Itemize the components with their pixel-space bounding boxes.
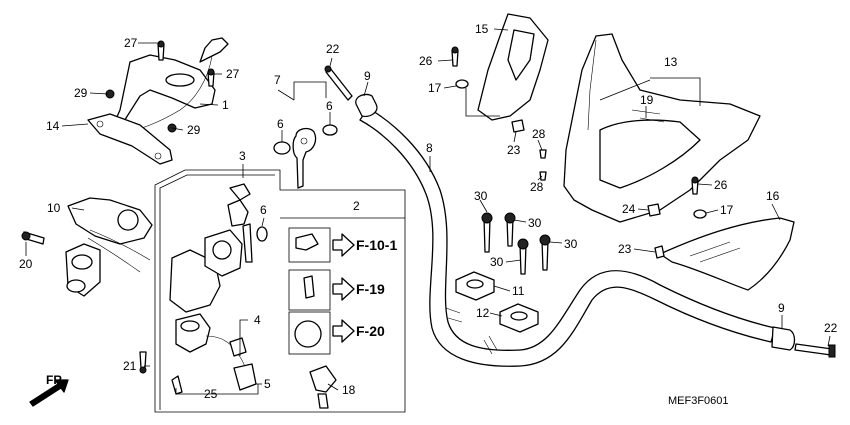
- upper-holder-bracket: [87, 37, 229, 165]
- callout-26: 26: [714, 178, 728, 192]
- callout-18: 18: [342, 383, 356, 397]
- callout-2: 2: [353, 199, 360, 213]
- callout-17: 17: [720, 203, 734, 217]
- callout-16: 16: [766, 189, 780, 203]
- callout-24: 24: [622, 202, 636, 216]
- callout-30: 30: [564, 237, 578, 251]
- bolts-30: [481, 212, 551, 275]
- leader-lines: [25, 28, 831, 395]
- callout-29: 29: [187, 123, 201, 137]
- ignition-switch-box: [139, 169, 406, 413]
- callout-8: 8: [426, 141, 433, 155]
- callout-23: 23: [618, 242, 632, 256]
- ref-f-10-1-link[interactable]: F-10-1: [356, 237, 397, 253]
- reference-arrows: [332, 233, 355, 343]
- front-direction-arrow: [29, 379, 69, 407]
- callout-13: 13: [664, 55, 678, 69]
- callout-15: 15: [475, 22, 489, 36]
- callout-21: 21: [123, 359, 137, 373]
- callout-22: 22: [824, 321, 838, 335]
- bolt-22-top: [324, 65, 353, 101]
- callout-17: 17: [428, 81, 442, 95]
- callout-23: 23: [507, 143, 521, 157]
- callout-27: 27: [226, 67, 240, 81]
- callout-27: 27: [124, 36, 138, 50]
- callout-14: 14: [46, 119, 60, 133]
- callout-26: 26: [419, 54, 433, 68]
- callout-3: 3: [239, 149, 246, 163]
- callout-6: 6: [326, 99, 333, 113]
- ignition-key: [273, 124, 338, 189]
- callout-9: 9: [364, 69, 371, 83]
- bolt-22-right: [794, 343, 836, 358]
- upper-inner-cover: [477, 13, 549, 121]
- front-label: FR.: [46, 373, 65, 387]
- callout-7: 7: [274, 73, 281, 87]
- callout-25: 25: [204, 387, 218, 401]
- ref-f-19-link[interactable]: F-19: [356, 281, 385, 297]
- left-bracket-assembly: [21, 197, 153, 297]
- callout-12: 12: [476, 306, 490, 320]
- lower-right-cover: [654, 217, 795, 291]
- diagram-code: MEF3F0601: [668, 395, 729, 407]
- callout-labels: 27 27 29 1 14 29 7 6 6 22 9 8 15 26 17 2…: [19, 22, 838, 401]
- hardware-right: [451, 46, 707, 219]
- grip-end-top: [355, 93, 378, 118]
- callout-19: 19: [640, 93, 654, 107]
- callout-9: 9: [778, 301, 785, 315]
- front-cowl-cover: [563, 33, 761, 223]
- callout-22: 22: [326, 42, 340, 56]
- callout-1: 1: [222, 98, 229, 112]
- ref-f-20-link[interactable]: F-20: [356, 323, 385, 339]
- callout-28: 28: [532, 127, 546, 141]
- callout-30: 30: [474, 189, 488, 203]
- callout-11: 11: [512, 284, 525, 298]
- handlebar-holders: [455, 271, 539, 333]
- callout-4: 4: [254, 313, 261, 327]
- callout-29: 29: [74, 86, 88, 100]
- grip-end-right: [771, 326, 796, 351]
- reference-labels[interactable]: F-10-1 F-19 F-20: [356, 237, 397, 339]
- callout-5: 5: [264, 377, 271, 391]
- handlebar-pipe: [359, 107, 776, 367]
- callout-28: 28: [530, 180, 544, 194]
- callout-30: 30: [528, 216, 542, 230]
- callout-20: 20: [19, 257, 33, 271]
- callout-6: 6: [277, 117, 284, 131]
- callout-10: 10: [47, 201, 61, 215]
- callout-30: 30: [490, 255, 504, 269]
- callout-6: 6: [260, 203, 267, 217]
